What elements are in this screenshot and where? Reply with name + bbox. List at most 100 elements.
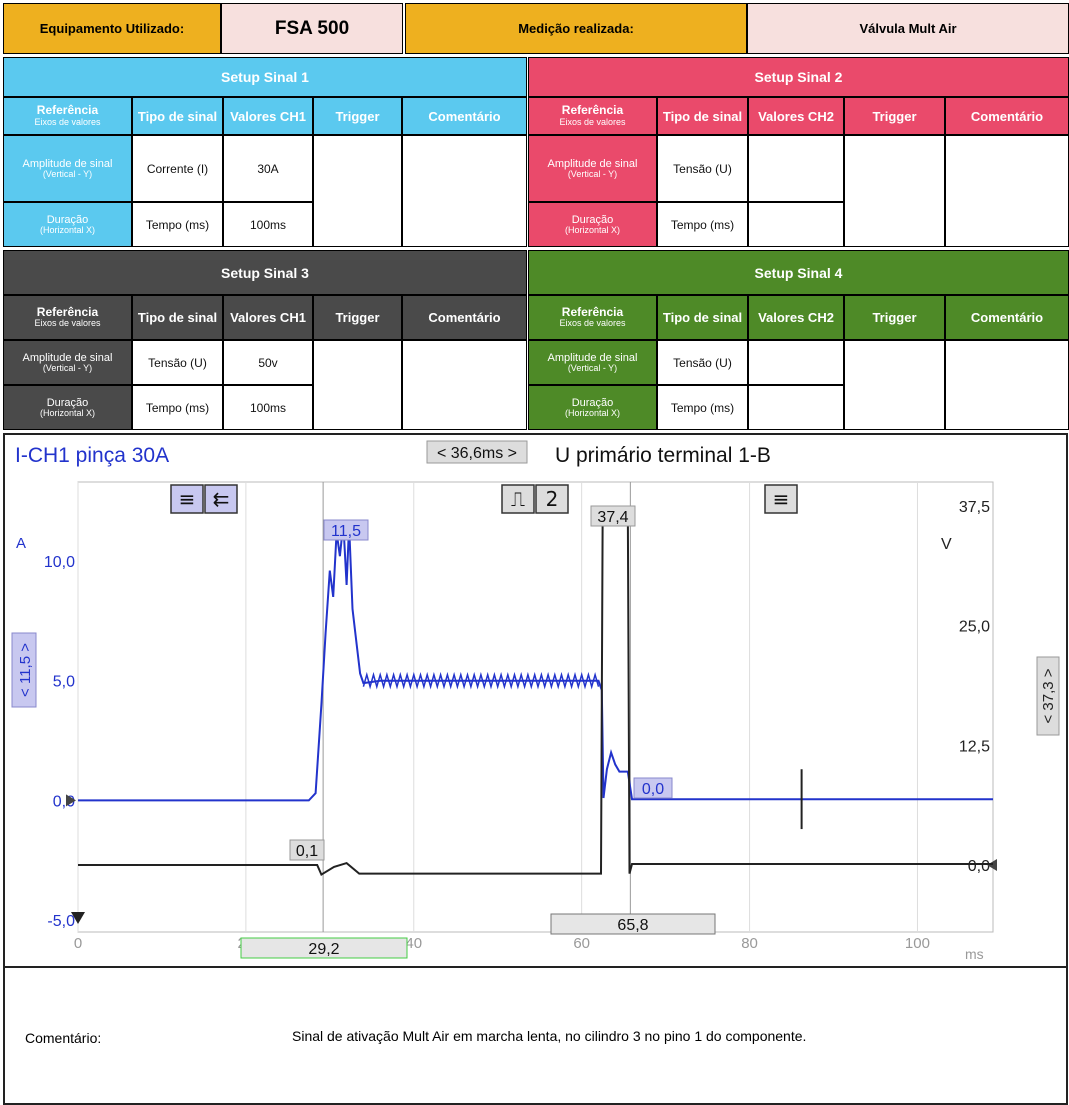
- setup-1-header-tipo: Tipo de sinal: [132, 97, 223, 135]
- row-label: Amplitude de sinal: [22, 157, 113, 170]
- trigger-marker: [71, 912, 85, 924]
- x-tick-label: 100: [905, 935, 930, 952]
- right-tick-label: 0,0: [968, 858, 990, 875]
- setup-1-r1-tipo: Corrente (I): [132, 135, 223, 202]
- setup-3-r2-label: Duração(Horizontal X): [3, 385, 132, 430]
- signal-icon-box: [170, 484, 204, 514]
- left-tick-label: 10,0: [44, 554, 75, 571]
- row-label-text: Duração(Horizontal X): [565, 214, 620, 236]
- series-line-2: [78, 505, 993, 877]
- setup-2-header-trigger: Trigger: [844, 97, 945, 135]
- row-label: Amplitude de sinal: [547, 157, 638, 170]
- setup-4-r1-value: [748, 340, 844, 385]
- chart-title-right: U primário terminal 1-B: [555, 444, 771, 467]
- setup-3-header-tipo: Tipo de sinal: [132, 295, 223, 340]
- left-side-badge: < 11,5 >: [17, 643, 34, 697]
- row-sublabel: (Horizontal X): [39, 224, 95, 235]
- setup-3-trigger-cell: [313, 340, 402, 430]
- setup-1-r2-value: 100ms: [223, 202, 313, 247]
- setup-4-comment-cell: [945, 340, 1069, 430]
- setup-1-r2-tipo: Tempo (ms): [132, 202, 223, 247]
- setup-3-r1-label: Amplitude de sinal(Vertical - Y): [3, 340, 132, 385]
- right-axis-unit: V: [941, 536, 952, 553]
- setup-3-header-comentario: Comentário: [402, 295, 527, 340]
- ref-header-label: Referência: [36, 304, 99, 319]
- marker-current-after-box: [633, 777, 673, 799]
- setup-2-r1-tipo: Tensão (U): [657, 135, 748, 202]
- marker-voltage-low-box: [289, 839, 325, 861]
- cursor-delta-label: < 36,6ms >: [437, 445, 517, 462]
- row-label: Duração: [46, 396, 89, 409]
- setup-4-r1-label: Amplitude de sinal(Vertical - Y): [528, 340, 657, 385]
- equipment-label: Equipamento Utilizado:: [3, 3, 221, 54]
- signal-icon: ⎍: [511, 487, 525, 511]
- comment-label: Comentário:: [25, 1030, 102, 1046]
- cursor-2-x-label-box: [550, 913, 716, 935]
- setup-2-r1-value: [748, 135, 844, 202]
- row-sublabel: (Vertical - Y): [567, 362, 618, 373]
- comment-section: Comentário: Sinal de ativação Mult Air e…: [3, 968, 1068, 1105]
- x-tick-label: 80: [741, 935, 758, 952]
- setup-2-header-tipo: Tipo de sinal: [657, 97, 748, 135]
- setup-4-r2-label: Duração(Horizontal X): [528, 385, 657, 430]
- row-label: Duração: [571, 396, 614, 409]
- row-sublabel: (Vertical - Y): [42, 362, 93, 373]
- setup-4-title: Setup Sinal 4: [528, 250, 1069, 295]
- marker-peak-voltage-box: [590, 505, 636, 527]
- ref-header-label: Referência: [561, 304, 624, 319]
- setup-1-r2-label: Duração(Horizontal X): [3, 202, 132, 247]
- comment-text: Sinal de ativação Mult Air em marcha len…: [292, 1028, 807, 1044]
- setup-3-r2-value: 100ms: [223, 385, 313, 430]
- setup-4-r1-tipo: Tensão (U): [657, 340, 748, 385]
- setup-3-header-trigger: Trigger: [313, 295, 402, 340]
- left-axis-unit: A: [16, 535, 26, 552]
- left-zero-marker: [66, 794, 76, 807]
- signal-icon: ⇇: [213, 487, 230, 511]
- setup-4-r2-value: [748, 385, 844, 430]
- row-label: Duração: [571, 213, 614, 226]
- row-sublabel: (Horizontal X): [564, 407, 620, 418]
- setup-2-title: Setup Sinal 2: [528, 57, 1069, 97]
- setup-1-trigger-cell: [313, 135, 402, 247]
- row-label-text: Duração(Horizontal X): [565, 397, 620, 419]
- signal-icon: 2: [546, 487, 559, 511]
- signal-icon-box: [764, 484, 798, 514]
- marker-peak-voltage: 37,4: [597, 509, 628, 526]
- marker-voltage-low: 0,1: [296, 843, 318, 860]
- row-sublabel: (Horizontal X): [39, 407, 95, 418]
- setup-1-title: Setup Sinal 1: [3, 57, 527, 97]
- setup-1-header-comentario: Comentário: [402, 97, 527, 135]
- right-side-badge-box: [1036, 656, 1060, 736]
- setup-1-r1-label: Amplitude de sinal(Vertical - Y): [3, 135, 132, 202]
- marker-peak-current-box: [323, 519, 369, 541]
- row-label-text: Amplitude de sinal(Vertical - Y): [548, 352, 638, 374]
- row-sublabel: (Horizontal X): [564, 224, 620, 235]
- setup-4-header-tipo: Tipo de sinal: [657, 295, 748, 340]
- ref-header-sub: Eixos de valores: [34, 116, 101, 127]
- row-label-text: Amplitude de sinal(Vertical - Y): [23, 158, 113, 180]
- setup-1-header-trigger: Trigger: [313, 97, 402, 135]
- setup-2-header-valores: Valores CH2: [748, 97, 844, 135]
- marker-current-after: 0,0: [642, 781, 664, 798]
- setup-2-r2-label: Duração(Horizontal X): [528, 202, 657, 247]
- row-label-text: Duração(Horizontal X): [40, 214, 95, 236]
- cursor-delta-box: [426, 440, 528, 464]
- x-tick-label: 0: [74, 935, 82, 952]
- signal-icon-box: [535, 484, 569, 514]
- ref-header-sub: Eixos de valores: [559, 318, 626, 329]
- setup-2-header-comentario: Comentário: [945, 97, 1069, 135]
- setup-3-title: Setup Sinal 3: [3, 250, 527, 295]
- x-axis-unit: ms: [965, 946, 984, 962]
- setup-4-trigger-cell: [844, 340, 945, 430]
- setup-2-comment-cell: [945, 135, 1069, 247]
- row-label: Amplitude de sinal: [22, 351, 113, 364]
- x-tick-label: 40: [405, 935, 422, 952]
- x-tick-label: 60: [573, 935, 590, 952]
- row-sublabel: (Vertical - Y): [42, 168, 93, 179]
